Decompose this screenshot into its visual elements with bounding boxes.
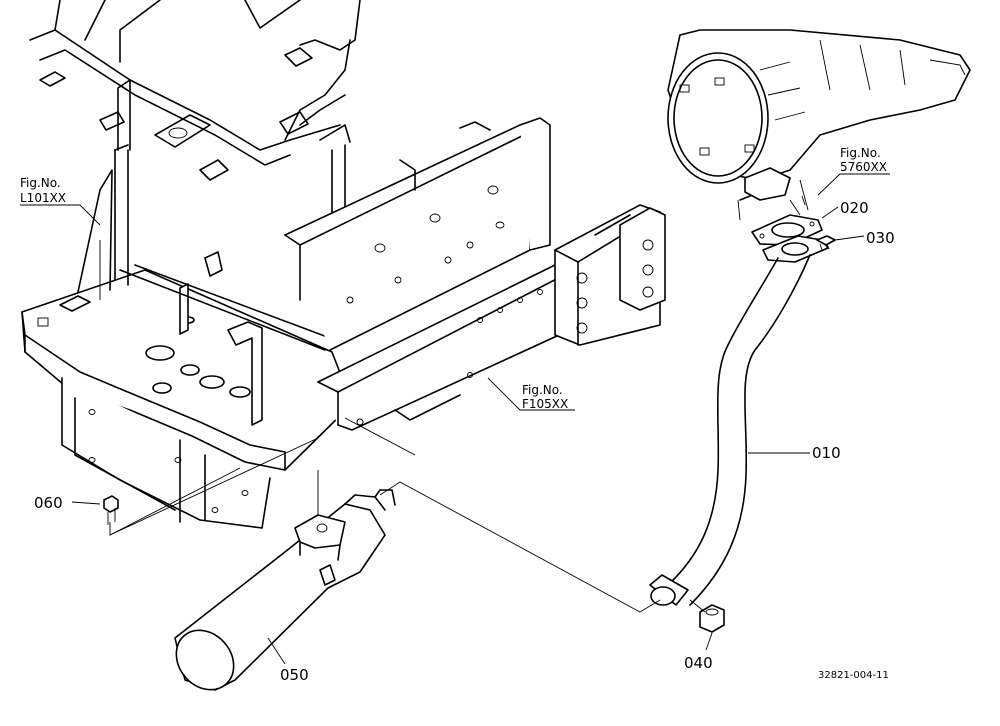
callout-060[interactable]: 060 [34,494,63,512]
fig-ref-number: L101XX [20,191,66,205]
muffler-050-icon [174,489,396,691]
nut-040-icon [699,604,725,633]
callout-020[interactable]: 020 [840,199,869,217]
callout-050[interactable]: 050 [280,666,309,684]
figure-ref-5760[interactable]: Fig.No. 5760XX [840,146,887,174]
catalog-number: 32821-004-11 [818,670,889,681]
bolt-060-icon [103,495,119,525]
fig-ref-number: F105XX [522,397,568,411]
figure-ref-f105[interactable]: Fig.No. F105XX [522,383,568,411]
fig-ref-label: Fig.No. [20,176,61,190]
callout-010[interactable]: 010 [812,444,841,462]
fig-ref-label: Fig.No. [522,383,563,397]
callout-040[interactable]: 040 [684,654,713,672]
fig-ref-number: 5760XX [840,160,887,174]
pipe-clamp-icon [649,574,689,606]
callout-030[interactable]: 030 [866,229,895,247]
chassis-frame [21,0,361,529]
figure-ref-l101[interactable]: Fig.No. L101XX [20,176,66,205]
pipe-flange [762,235,829,263]
leader-lines [20,173,890,665]
fig-ref-label: Fig.No. [840,146,881,160]
engine-exhaust-assembly [667,29,971,201]
frame-rails [284,117,666,431]
exhaust-pipe-010 [667,254,811,606]
